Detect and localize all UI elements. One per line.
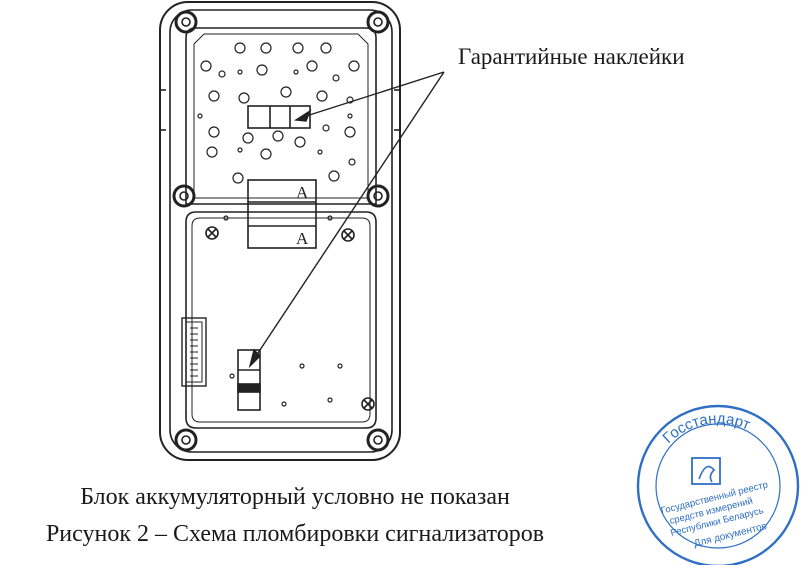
caption-note: Блок аккумуляторный условно не показан bbox=[80, 484, 510, 510]
stamp-org: Госстандарт bbox=[660, 410, 753, 447]
warranty-sticker-center bbox=[247, 179, 317, 249]
gosstandart-stamp bbox=[636, 404, 800, 565]
sticker-letter-a-lower: A bbox=[296, 229, 309, 248]
warranty-sticker-top bbox=[247, 105, 311, 129]
figure-caption: Рисунок 2 – Схема пломбировки сигнализат… bbox=[45, 521, 545, 547]
callout-warranty-stickers: Гарантийные наклейки bbox=[458, 44, 685, 69]
sticker-letter-a-upper: A bbox=[296, 183, 309, 202]
connector bbox=[181, 317, 207, 387]
corner-screws bbox=[172, 10, 390, 452]
callout-leaders bbox=[248, 71, 445, 369]
device-outline bbox=[159, 1, 401, 461]
board-holes bbox=[197, 42, 360, 407]
warranty-sticker-bottom bbox=[237, 349, 261, 411]
